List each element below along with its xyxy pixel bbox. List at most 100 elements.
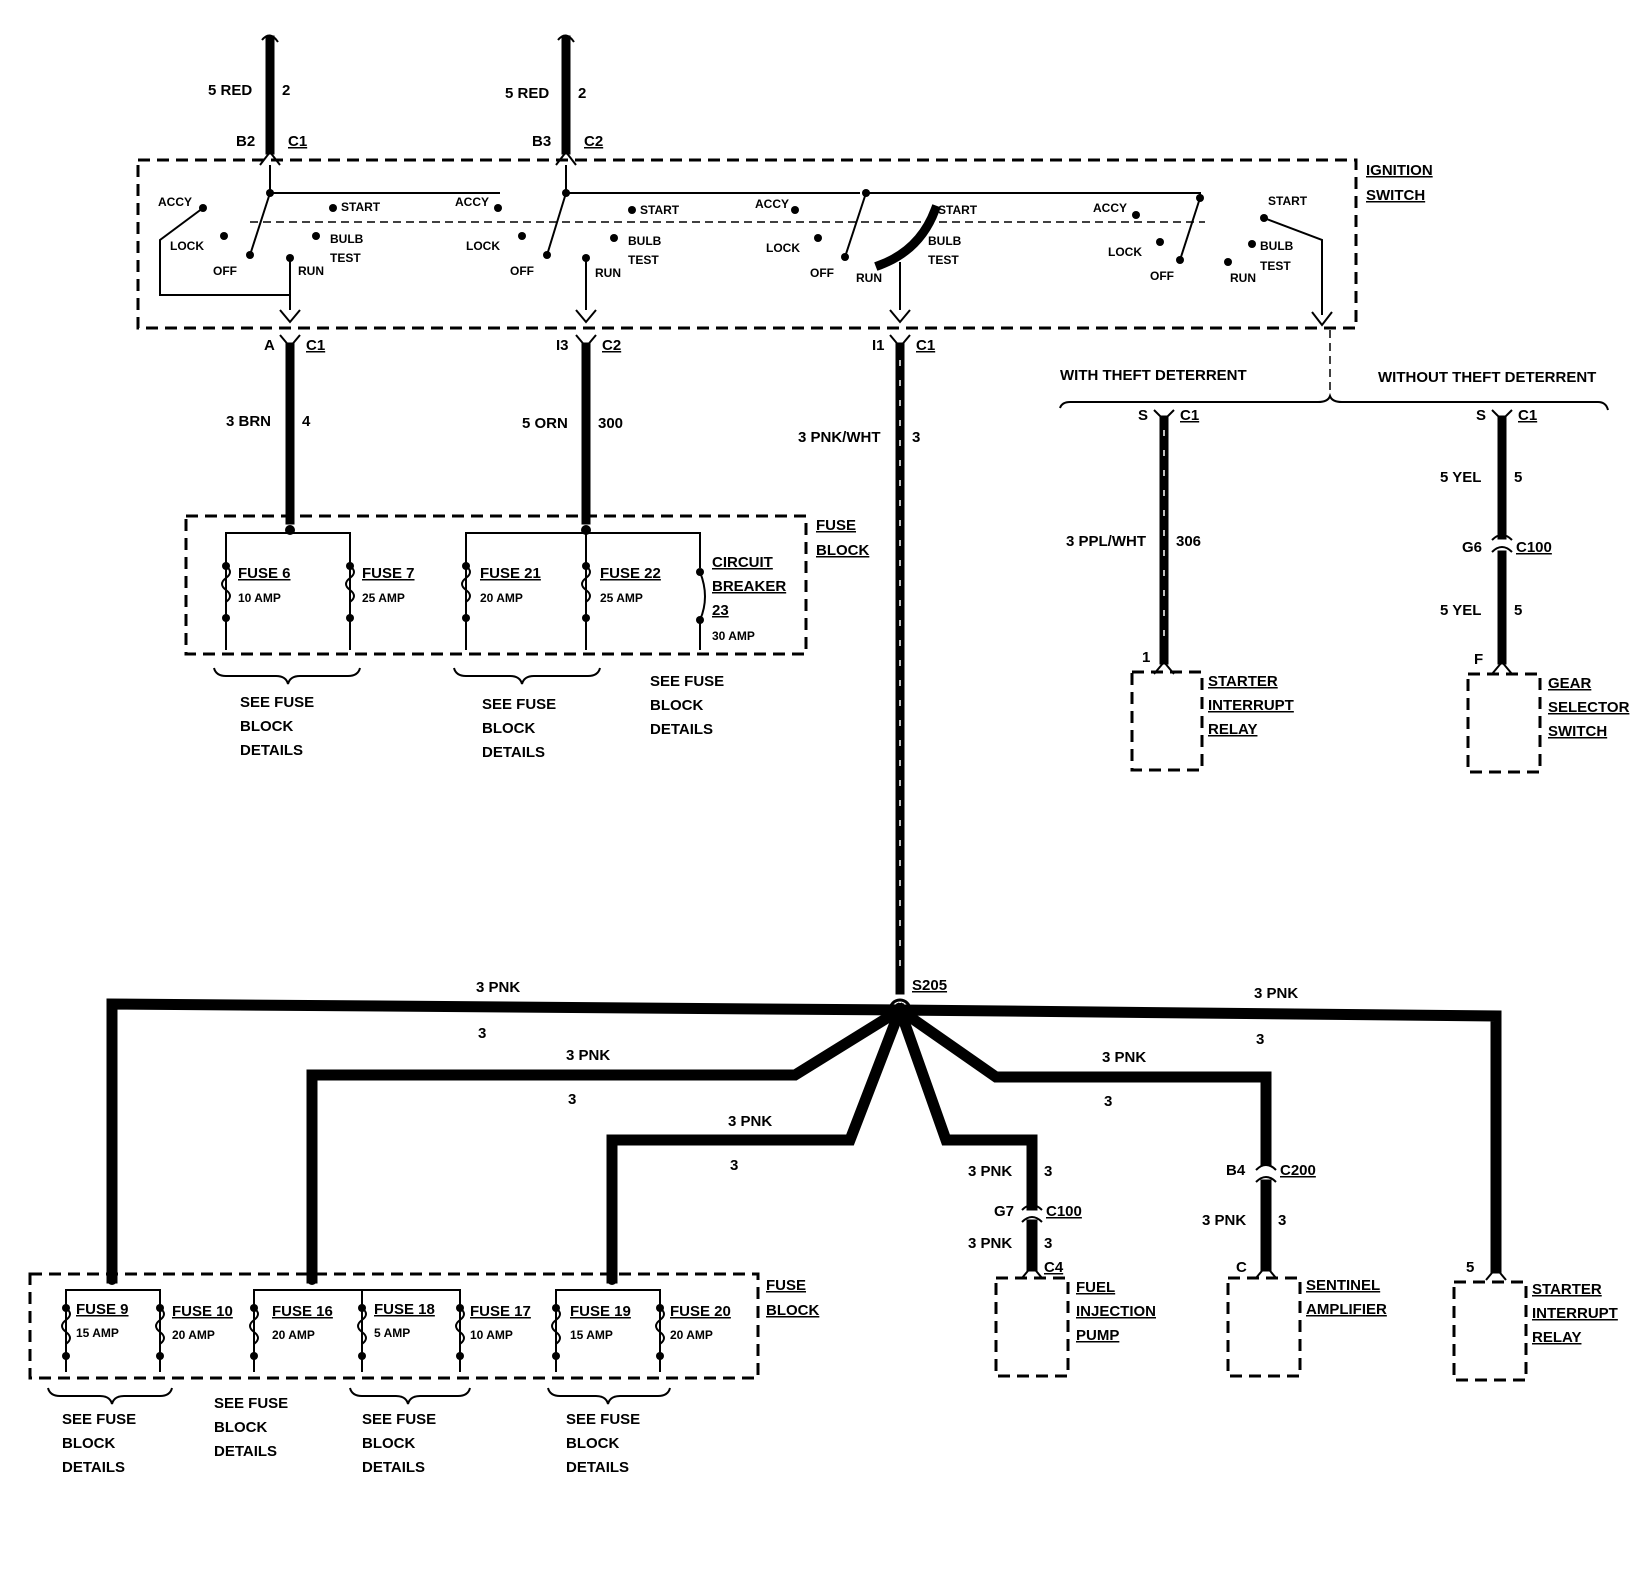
- sentinel-amplifier: B4 C200 3 PNK 3 C SENTINEL AMPLIFIER: [1202, 1162, 1387, 1378]
- see-fuse-f-1: SEE FUSE: [362, 1411, 436, 1428]
- start-label-3: START: [938, 203, 978, 217]
- pnk-4-circuit: 3: [1104, 1093, 1112, 1110]
- bulb-label-3: BULB: [928, 234, 962, 248]
- accy-label-1: ACCY: [158, 195, 192, 209]
- fuel-wire-1: 3 PNK: [968, 1163, 1012, 1180]
- upper-see-fuse-notes: SEE FUSE BLOCK DETAILS SEE FUSE BLOCK DE…: [213, 667, 724, 761]
- sentinel-pin-1: B4: [1226, 1162, 1246, 1179]
- pnk-3-label: 3 PNK: [728, 1113, 772, 1130]
- theft-without-end-pin: F: [1474, 651, 1483, 668]
- output-i1: I1 C1 3 PNK/WHT 3: [798, 334, 935, 995]
- breaker-line-1: CIRCUIT: [712, 554, 773, 571]
- theft-with-circuit: S C1 3 PPL/WHT 306 1 STARTER INTERRUPT R…: [1066, 407, 1294, 772]
- fuse-10-name: FUSE 10: [172, 1303, 233, 1320]
- fuse-21-name: FUSE 21: [480, 565, 541, 582]
- pnk-4-label: 3 PNK: [1102, 1049, 1146, 1066]
- output-a-pin: A: [264, 337, 275, 354]
- fuse-22-amp: 25 AMP: [600, 591, 643, 605]
- fuse-19-name: FUSE 19: [570, 1303, 631, 1320]
- bulb-label-1: BULB: [330, 232, 364, 246]
- upper-fuse-block: FUSE BLOCK FUSE 6 10 AMP FUSE 7 25 AMP F…: [184, 514, 869, 656]
- wire-pnkwht-label: 3 PNK/WHT: [798, 429, 881, 446]
- theft-without-mid-pin: G6: [1462, 539, 1482, 556]
- theft-with-circuit-num: 306: [1176, 533, 1201, 550]
- theft-without-wire2: 5 YEL: [1440, 602, 1481, 619]
- fuse-20-amp: 20 AMP: [670, 1328, 713, 1342]
- fuse-10-amp: 20 AMP: [172, 1328, 215, 1342]
- see-fuse-e-1: SEE FUSE: [214, 1395, 288, 1412]
- see-fuse-a-2: BLOCK: [240, 718, 293, 735]
- see-fuse-a-1: SEE FUSE: [240, 694, 314, 711]
- breaker-line-3: 23: [712, 602, 729, 619]
- test-label-3: TEST: [928, 253, 959, 267]
- fuel-pump-l2: INJECTION: [1076, 1303, 1156, 1320]
- upper-fuse-block-title-2: BLOCK: [816, 542, 869, 559]
- theft-without-conn: C1: [1518, 407, 1537, 424]
- fuel-pump-l1: FUEL: [1076, 1279, 1115, 1296]
- splice-name: S205: [912, 977, 947, 994]
- fuse-7-amp: 25 AMP: [362, 591, 405, 605]
- fuse-6-amp: 10 AMP: [238, 591, 281, 605]
- accy-label-2: ACCY: [455, 195, 489, 209]
- power-input-1: 5 RED 2 B2 C1: [208, 34, 307, 166]
- fuse-17-amp: 10 AMP: [470, 1328, 513, 1342]
- lower-fuse-block-title-2: BLOCK: [766, 1302, 819, 1319]
- output-i3-conn: C2: [602, 337, 621, 354]
- see-fuse-g-3: DETAILS: [566, 1459, 629, 1476]
- gear-selector-l1: GEAR: [1548, 675, 1592, 692]
- fuel-conn-2: C4: [1044, 1259, 1064, 1276]
- accy-label-4: ACCY: [1093, 201, 1127, 215]
- power-input-2-pin: B3: [532, 133, 551, 150]
- gear-selector-l3: SWITCH: [1548, 723, 1607, 740]
- lower-see-fuse-notes: SEE FUSE BLOCK DETAILS SEE FUSE BLOCK DE…: [47, 1387, 671, 1476]
- off-label-4: OFF: [1150, 269, 1174, 283]
- bulb-label-2: BULB: [628, 234, 662, 248]
- switch-section-3: ACCY LOCK OFF RUN START BULB TEST: [755, 189, 1204, 310]
- gear-selector-l2: SELECTOR: [1548, 699, 1630, 716]
- fuse-18-name: FUSE 18: [374, 1301, 435, 1318]
- see-fuse-e-3: DETAILS: [214, 1443, 277, 1460]
- upper-fuse-block-title-1: FUSE: [816, 517, 856, 534]
- see-fuse-e-2: BLOCK: [214, 1419, 267, 1436]
- power-input-2-circuit: 2: [578, 85, 586, 102]
- power-input-2: 5 RED 2 B3 C2: [505, 34, 603, 166]
- see-fuse-b-3: DETAILS: [482, 744, 545, 761]
- sentinel-circuit: 3: [1278, 1212, 1286, 1229]
- pnk-1-label: 3 PNK: [476, 979, 520, 996]
- see-fuse-c-3: DETAILS: [650, 721, 713, 738]
- starter-relay-1-l2: INTERRUPT: [1208, 697, 1294, 714]
- pnk-1-circuit: 3: [478, 1025, 486, 1042]
- fuse-19-amp: 15 AMP: [570, 1328, 613, 1342]
- sentinel-pin-2: C: [1236, 1259, 1247, 1276]
- fuel-wire-2: 3 PNK: [968, 1235, 1012, 1252]
- run-label-1: RUN: [298, 264, 324, 278]
- wire-orn-label: 5 ORN: [522, 415, 568, 432]
- see-fuse-b-2: BLOCK: [482, 720, 535, 737]
- run-label-2: RUN: [595, 266, 621, 280]
- run-label-3: RUN: [856, 271, 882, 285]
- fuel-pin-1: G7: [994, 1203, 1014, 1220]
- without-theft-label: WITHOUT THEFT DETERRENT: [1378, 369, 1596, 386]
- test-label-4: TEST: [1260, 259, 1291, 273]
- output-i1-pin: I1: [872, 337, 885, 354]
- see-fuse-g-1: SEE FUSE: [566, 1411, 640, 1428]
- starter-relay-2: 5 STARTER INTERRUPT RELAY: [1452, 1259, 1618, 1382]
- starter-relay-2-l3: RELAY: [1532, 1329, 1581, 1346]
- fuse-18-amp: 5 AMP: [374, 1326, 410, 1340]
- test-label-1: TEST: [330, 251, 361, 265]
- ignition-switch-title-2: SWITCH: [1366, 187, 1425, 204]
- output-i1-conn: C1: [916, 337, 935, 354]
- fuse-16-amp: 20 AMP: [272, 1328, 315, 1342]
- starter-relay-2-l1: STARTER: [1532, 1281, 1602, 1298]
- theft-with-conn: C1: [1180, 407, 1199, 424]
- start-label-1: START: [341, 200, 381, 214]
- theft-without-circuit2: 5: [1514, 602, 1522, 619]
- theft-without-wire1: 5 YEL: [1440, 469, 1481, 486]
- start-label-2: START: [640, 203, 680, 217]
- ignition-switch: IGNITION SWITCH ACCY LOCK OFF RUN START …: [136, 158, 1433, 330]
- theft-branch-header: WITH THEFT DETERRENT WITHOUT THEFT DETER…: [1059, 330, 1609, 411]
- fuse-21-amp: 20 AMP: [480, 591, 523, 605]
- fuse-22-name: FUSE 22: [600, 565, 661, 582]
- off-label-2: OFF: [510, 264, 534, 278]
- see-fuse-f-3: DETAILS: [362, 1459, 425, 1476]
